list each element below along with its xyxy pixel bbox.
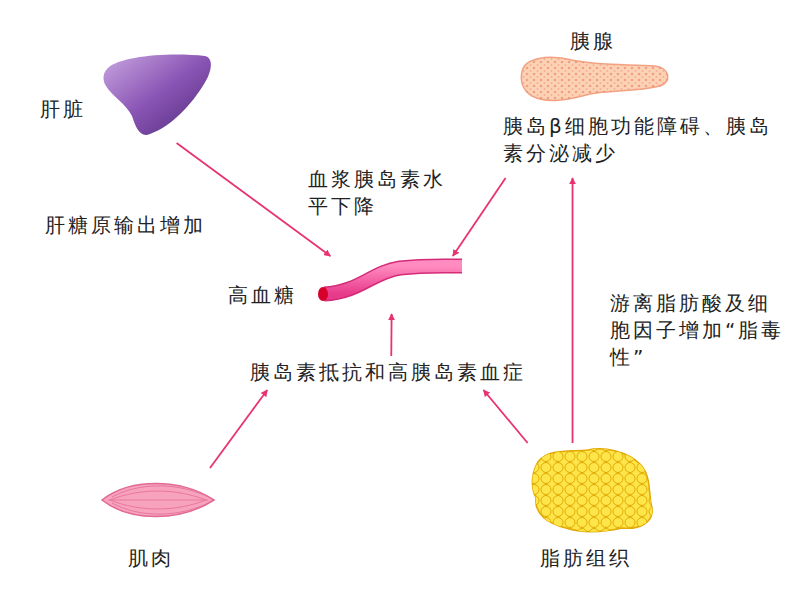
node-label: 肌肉 — [128, 545, 174, 572]
hyperglycemia-node: 高血糖 — [225, 256, 470, 314]
muscle-node: 肌肉 — [95, 468, 220, 578]
arrow-connector — [484, 390, 528, 443]
fat-tissue-node: 脂肪组织 — [525, 443, 657, 578]
fat-tissue-picture — [532, 449, 652, 532]
node-label: 高血糖 — [228, 282, 297, 309]
pancreas-picture — [521, 57, 667, 100]
edge-label: 肝糖原输出增加 — [45, 212, 245, 239]
edge-label: 血浆胰岛素水平下降 — [308, 166, 456, 220]
pancreas-node: 胰腺胰岛β细胞功能障碍、胰岛素分泌减少 — [500, 28, 779, 178]
node-label: 肝脏 — [40, 96, 86, 123]
insulin-resistance-node: 胰岛素抵抗和高胰岛素血症 — [245, 356, 563, 390]
node-label: 胰岛素抵抗和高胰岛素血症 — [250, 359, 526, 386]
node-label: 脂肪组织 — [540, 545, 632, 572]
muscle-picture — [102, 484, 214, 517]
node-description: 胰岛β细胞功能障碍、胰岛素分泌减少 — [503, 113, 775, 167]
arrow-connector — [390, 314, 392, 356]
arrow-connector — [572, 178, 574, 443]
liver-node: 肝脏 — [38, 48, 218, 143]
node-label: 胰腺 — [570, 28, 616, 55]
arrow-connector — [177, 143, 331, 256]
liver-picture — [104, 55, 211, 135]
arrow-connector — [453, 178, 506, 256]
blood-vessel-picture — [318, 266, 462, 301]
edge-label: 游离脂肪酸及细胞因子增加“脂毒性” — [610, 290, 790, 371]
arrow-connector — [210, 390, 267, 468]
